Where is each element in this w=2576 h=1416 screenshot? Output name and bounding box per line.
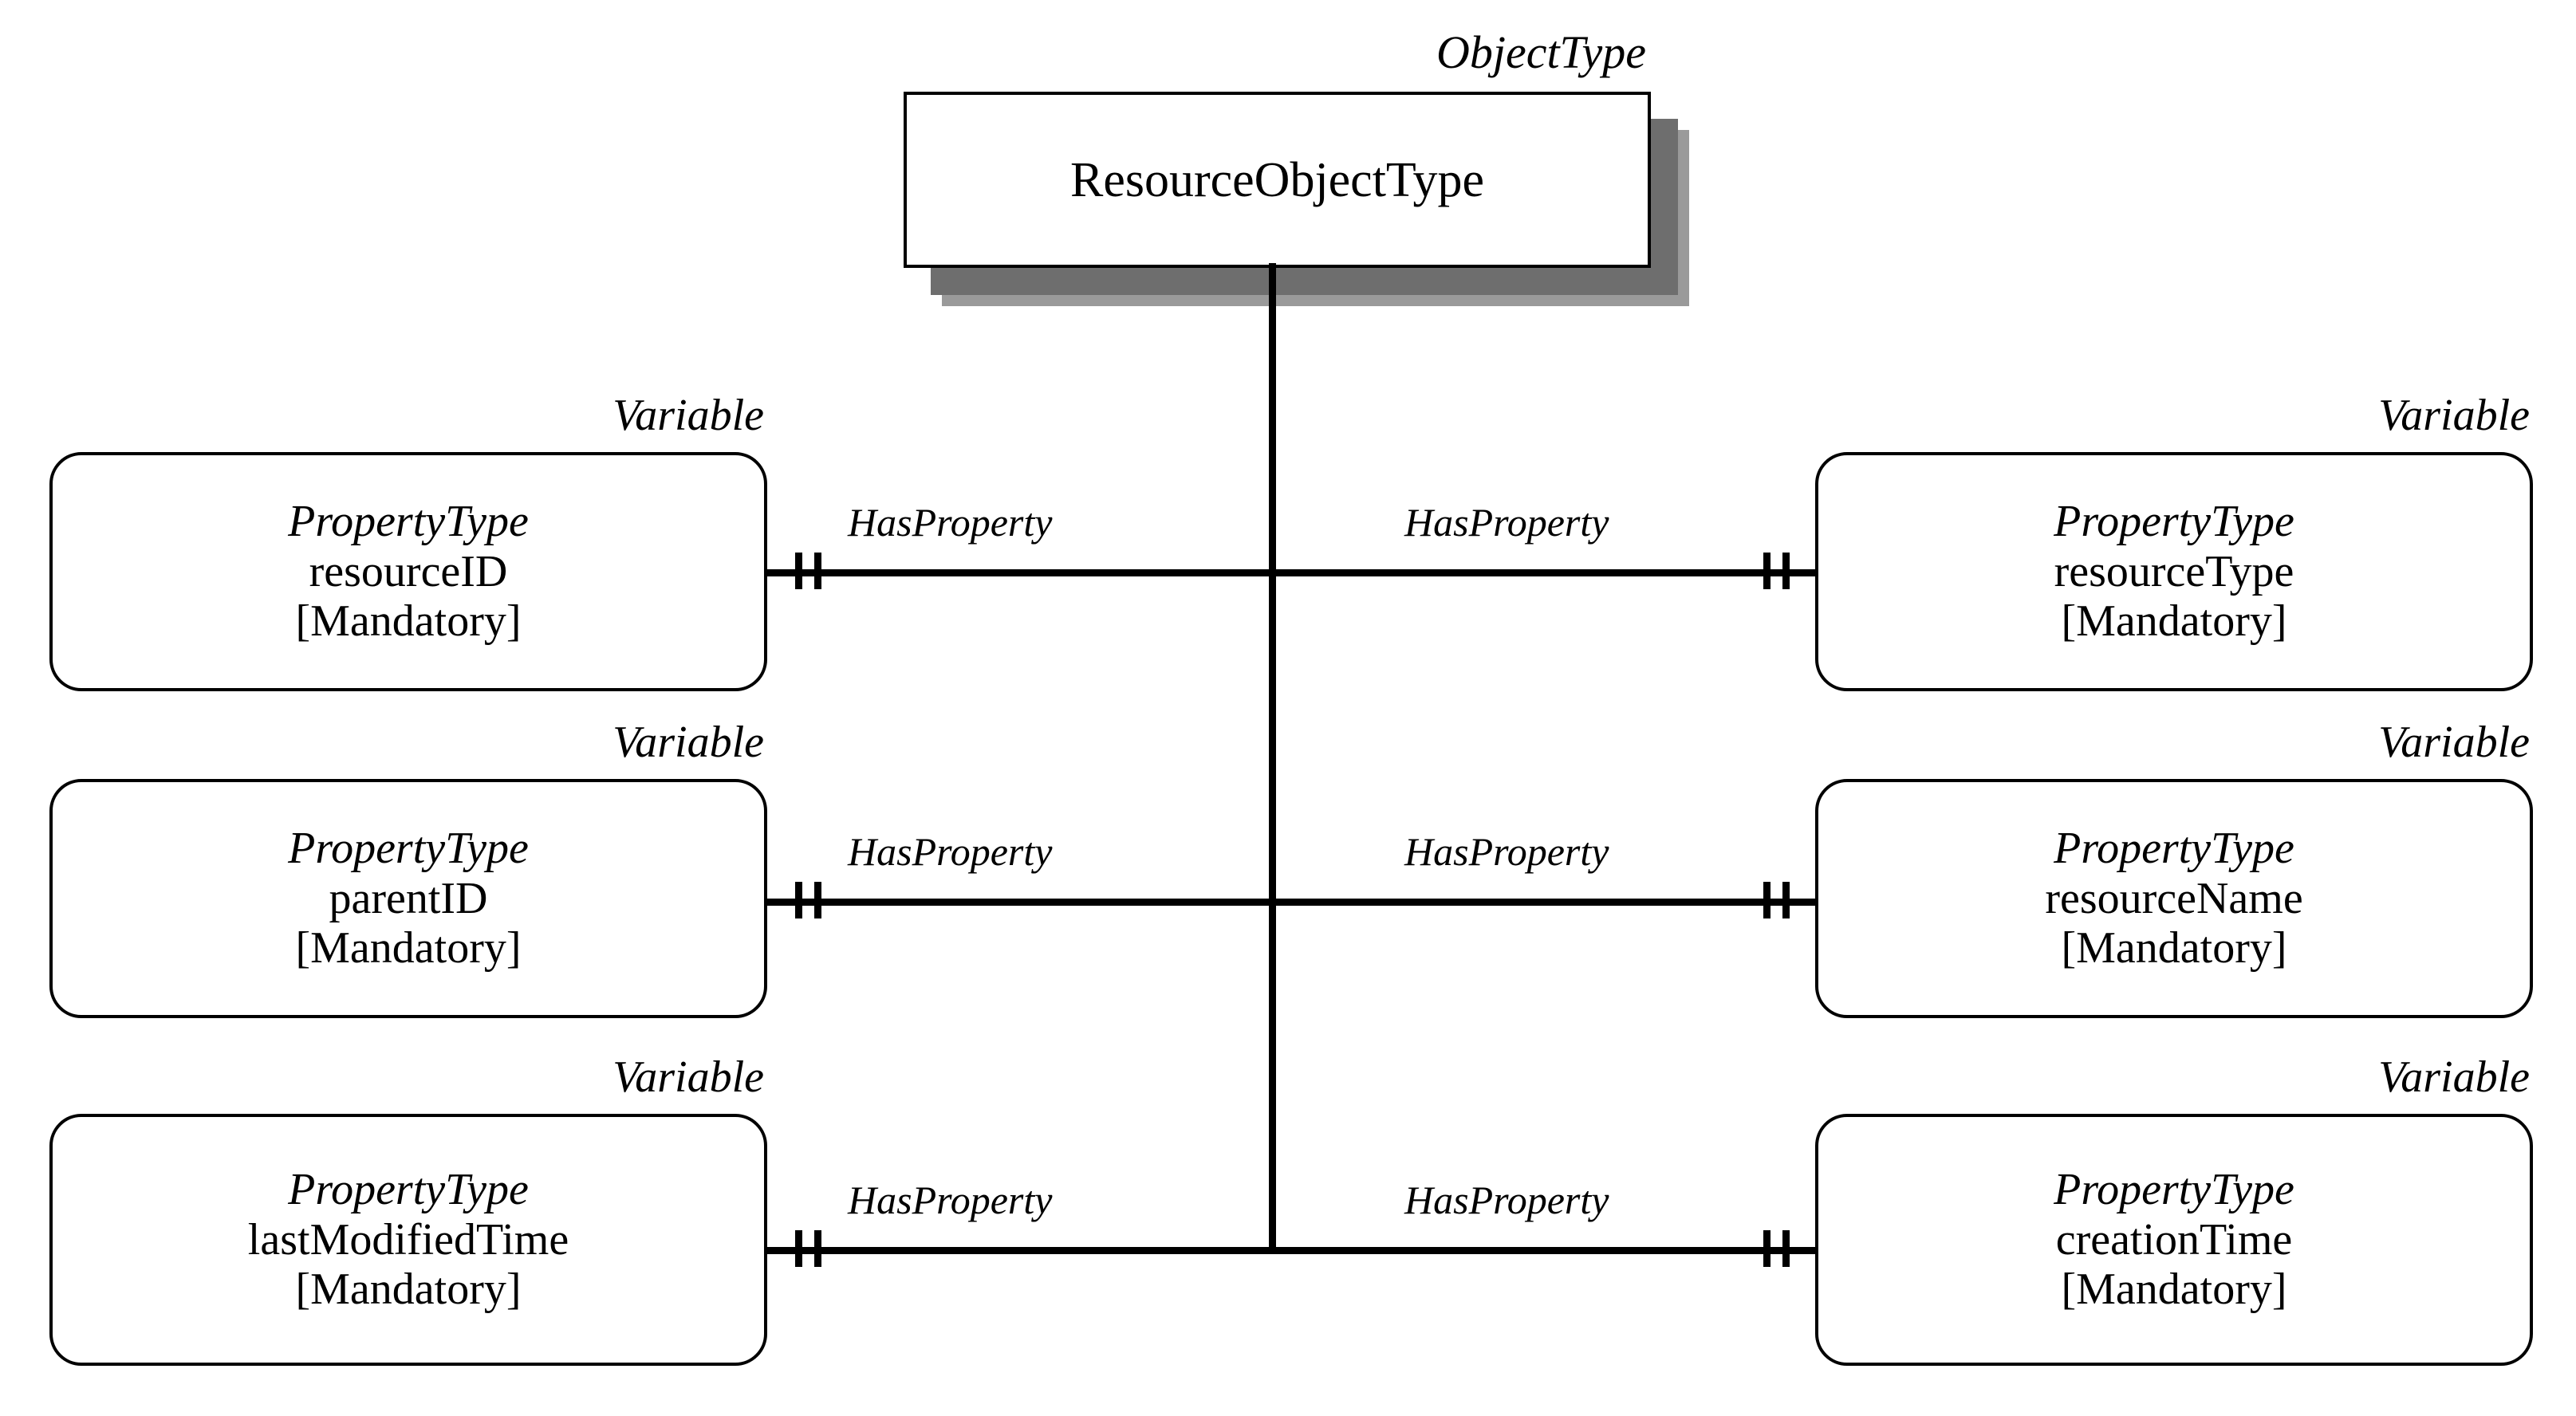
- property-node-parentid[interactable]: PropertyType parentID [Mandatory] Variab…: [49, 720, 767, 1018]
- link-tick-row-3-right-a: [1763, 1230, 1771, 1267]
- edge-label-row-1-left: HasProperty: [848, 500, 1053, 545]
- property-type-label: PropertyType: [288, 823, 529, 873]
- property-box[interactable]: PropertyType resourceName [Mandatory]: [1815, 779, 2533, 1018]
- edge-label-row-3-left: HasProperty: [848, 1178, 1053, 1222]
- property-node-resourceid[interactable]: PropertyType resourceID [Mandatory] Vari…: [49, 393, 767, 691]
- property-type-label: PropertyType: [2054, 823, 2294, 873]
- edge-label-row-2-right: HasProperty: [1404, 829, 1609, 874]
- link-tick-row-2-left-b: [814, 882, 821, 918]
- property-type-label: PropertyType: [288, 1164, 529, 1214]
- property-box[interactable]: PropertyType resourceType [Mandatory]: [1815, 452, 2533, 691]
- link-tick-row-2-right-b: [1782, 882, 1790, 918]
- object-type-node[interactable]: ResourceObjectType ObjectType: [904, 30, 1689, 306]
- property-box[interactable]: PropertyType resourceID [Mandatory]: [49, 452, 767, 691]
- edge-label-row-3-right: HasProperty: [1404, 1178, 1609, 1222]
- object-type-box[interactable]: ResourceObjectType: [904, 92, 1651, 268]
- property-modifier-label: [Mandatory]: [2061, 1265, 2287, 1315]
- property-name-label: parentID: [329, 873, 488, 923]
- property-name-label: resourceID: [309, 546, 508, 596]
- property-node-lastmodifiedtime[interactable]: PropertyType lastModifiedTime [Mandatory…: [49, 1055, 767, 1366]
- edge-label-row-1-right: HasProperty: [1404, 500, 1609, 545]
- property-box[interactable]: PropertyType creationTime [Mandatory]: [1815, 1114, 2533, 1366]
- horizontal-connector-row-3: [764, 1247, 1818, 1254]
- property-name-label: lastModifiedTime: [247, 1214, 569, 1265]
- link-tick-row-3-left-a: [795, 1230, 802, 1267]
- property-modifier-label: [Mandatory]: [295, 923, 522, 974]
- property-type-label: PropertyType: [288, 496, 529, 546]
- property-node-resourcetype[interactable]: PropertyType resourceType [Mandatory] Va…: [1815, 393, 2533, 691]
- property-name-label: creationTime: [2055, 1214, 2293, 1265]
- property-modifier-label: [Mandatory]: [2061, 923, 2287, 974]
- link-tick-row-3-left-b: [814, 1230, 821, 1267]
- link-tick-row-1-right-a: [1763, 553, 1771, 589]
- horizontal-connector-row-2: [764, 899, 1818, 906]
- object-type-stereotype-label: ObjectType: [1436, 26, 1646, 78]
- link-tick-row-3-right-b: [1782, 1230, 1790, 1267]
- link-tick-row-2-right-a: [1763, 882, 1771, 918]
- edge-label-row-2-left: HasProperty: [848, 829, 1053, 874]
- property-stereotype-label: Variable: [2378, 391, 2530, 440]
- property-node-resourcename[interactable]: PropertyType resourceName [Mandatory] Va…: [1815, 720, 2533, 1018]
- property-stereotype-label: Variable: [612, 718, 764, 767]
- property-node-creationtime[interactable]: PropertyType creationTime [Mandatory] Va…: [1815, 1055, 2533, 1366]
- vertical-trunk-connector: [1269, 263, 1276, 1254]
- property-stereotype-label: Variable: [2378, 718, 2530, 767]
- property-stereotype-label: Variable: [612, 1052, 764, 1102]
- property-name-label: resourceType: [2054, 546, 2294, 596]
- property-box[interactable]: PropertyType parentID [Mandatory]: [49, 779, 767, 1018]
- property-type-label: PropertyType: [2054, 496, 2294, 546]
- property-type-label: PropertyType: [2054, 1164, 2294, 1214]
- property-name-label: resourceName: [2045, 873, 2303, 923]
- property-stereotype-label: Variable: [612, 391, 764, 440]
- link-tick-row-1-right-b: [1782, 553, 1790, 589]
- link-tick-row-1-left-a: [795, 553, 802, 589]
- horizontal-connector-row-1: [764, 569, 1818, 576]
- property-box[interactable]: PropertyType lastModifiedTime [Mandatory…: [49, 1114, 767, 1366]
- property-stereotype-label: Variable: [2378, 1052, 2530, 1102]
- link-tick-row-1-left-b: [814, 553, 821, 589]
- property-modifier-label: [Mandatory]: [295, 1265, 522, 1315]
- property-modifier-label: [Mandatory]: [2061, 596, 2287, 647]
- object-type-name: ResourceObjectType: [1069, 152, 1484, 207]
- link-tick-row-2-left-a: [795, 882, 802, 918]
- property-modifier-label: [Mandatory]: [295, 596, 522, 647]
